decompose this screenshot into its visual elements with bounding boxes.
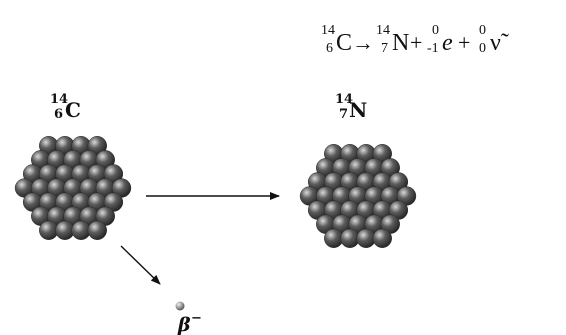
decay-equation: 14 6 C → 14 7 N + 0 -1 e + 0 0 ν̃ <box>321 23 509 56</box>
equation-arrow: → <box>352 30 374 55</box>
parent-nucleus-label: 14 6 C <box>50 92 81 122</box>
equation-daughter-atomic: 7 <box>381 41 388 56</box>
parent-label-mass: 14 <box>50 92 68 107</box>
beta-label-charge: − <box>191 311 202 326</box>
equation-electron-mass: 0 <box>432 23 439 38</box>
equation-daughter-symbol: N <box>392 30 409 56</box>
equation-parent-mass: 14 <box>321 23 335 38</box>
nitrogen-nucleon <box>372 228 392 248</box>
equation-parent-atomic: 6 <box>326 41 333 56</box>
equation-parent-symbol: C <box>336 30 352 56</box>
equation-plus-1: + <box>410 30 422 55</box>
daughter-label-atomic: 7 <box>339 107 348 122</box>
equation-electron-symbol: e <box>442 30 453 56</box>
daughter-label-mass: 14 <box>335 92 353 107</box>
equation-electron-atomic: -1 <box>427 41 439 56</box>
equation-antineutrino-mass: 0 <box>479 23 486 38</box>
nitrogen-14-nucleus <box>299 144 417 248</box>
parent-label-atomic: 6 <box>54 107 63 122</box>
equation-antineutrino-symbol: ν̃ <box>490 30 509 56</box>
carbon-nucleon <box>87 220 107 240</box>
carbon-14-nucleus <box>14 136 132 240</box>
beta-label: β − <box>177 311 202 335</box>
equation-daughter-mass: 14 <box>376 23 390 38</box>
beta-particle <box>175 301 185 311</box>
parent-label-symbol: C <box>65 98 81 122</box>
emission-arrow <box>120 245 161 285</box>
daughter-nucleus-label: 14 7 N <box>335 92 367 122</box>
daughter-label-symbol: N <box>349 98 367 122</box>
equation-antineutrino-atomic: 0 <box>479 41 486 56</box>
beta-label-symbol: β <box>177 314 191 335</box>
equation-plus-2: + <box>458 30 470 55</box>
